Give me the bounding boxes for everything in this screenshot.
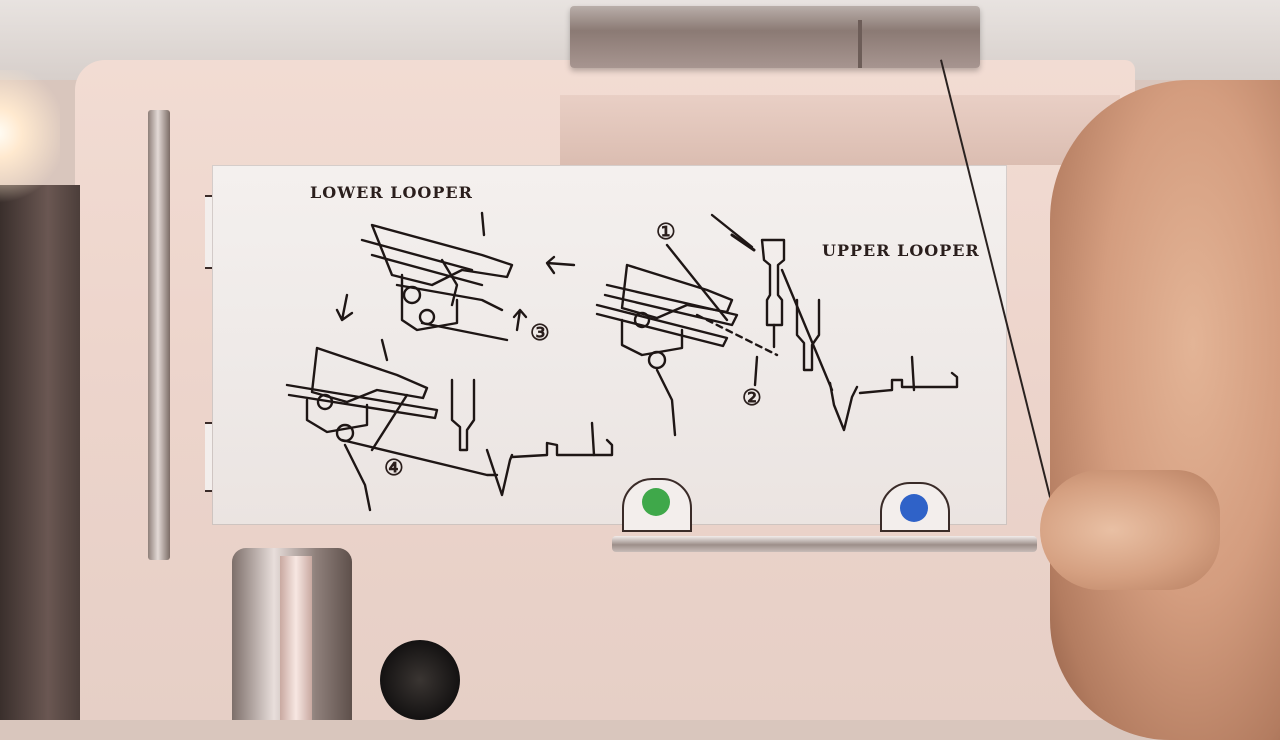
hand bbox=[1050, 80, 1280, 740]
right-thread-path bbox=[858, 371, 959, 395]
panel-recess bbox=[560, 95, 1120, 165]
blue-dot-bottom bbox=[900, 494, 928, 522]
upper-looper-label: UPPER LOOPER bbox=[822, 241, 980, 260]
lower-looper-mechanism-bottom bbox=[285, 338, 499, 512]
arrow-left-icon bbox=[545, 255, 576, 275]
bottom-thread-path bbox=[510, 438, 614, 459]
light-glare bbox=[0, 70, 60, 210]
bottom-cover-bar bbox=[612, 536, 1037, 552]
presser-foot-lever bbox=[232, 548, 352, 720]
green-dot-bottom bbox=[642, 488, 670, 516]
arrow-up-icon bbox=[512, 308, 528, 332]
top-hinge bbox=[570, 6, 980, 68]
step-4-label: ④ bbox=[384, 455, 405, 481]
step-3-label: ③ bbox=[530, 320, 551, 346]
lower-looper-label: LOWER LOOPER bbox=[310, 183, 473, 202]
step-1-label: ① bbox=[656, 219, 677, 245]
threading-diagram-card: LOWER LOOPER UPPER LOOPER ① ② ③ ④ bbox=[212, 165, 1007, 525]
left-cover-hinge bbox=[148, 110, 170, 560]
upper-looper-mechanism bbox=[595, 243, 779, 437]
bottom-needle-path bbox=[450, 378, 476, 452]
arrow-down-icon bbox=[335, 293, 354, 322]
step-2-label: ② bbox=[742, 385, 763, 411]
handwheel-dial bbox=[380, 640, 460, 720]
thread-guide-column bbox=[760, 238, 786, 327]
right-feed-path bbox=[828, 381, 859, 432]
bottom-feed-path bbox=[485, 448, 514, 497]
right-needle-guide bbox=[795, 298, 821, 372]
thumb bbox=[1040, 470, 1220, 590]
left-machine-part bbox=[0, 185, 80, 720]
threading-diagram bbox=[285, 211, 959, 512]
lower-looper-mechanism-top bbox=[360, 211, 514, 342]
